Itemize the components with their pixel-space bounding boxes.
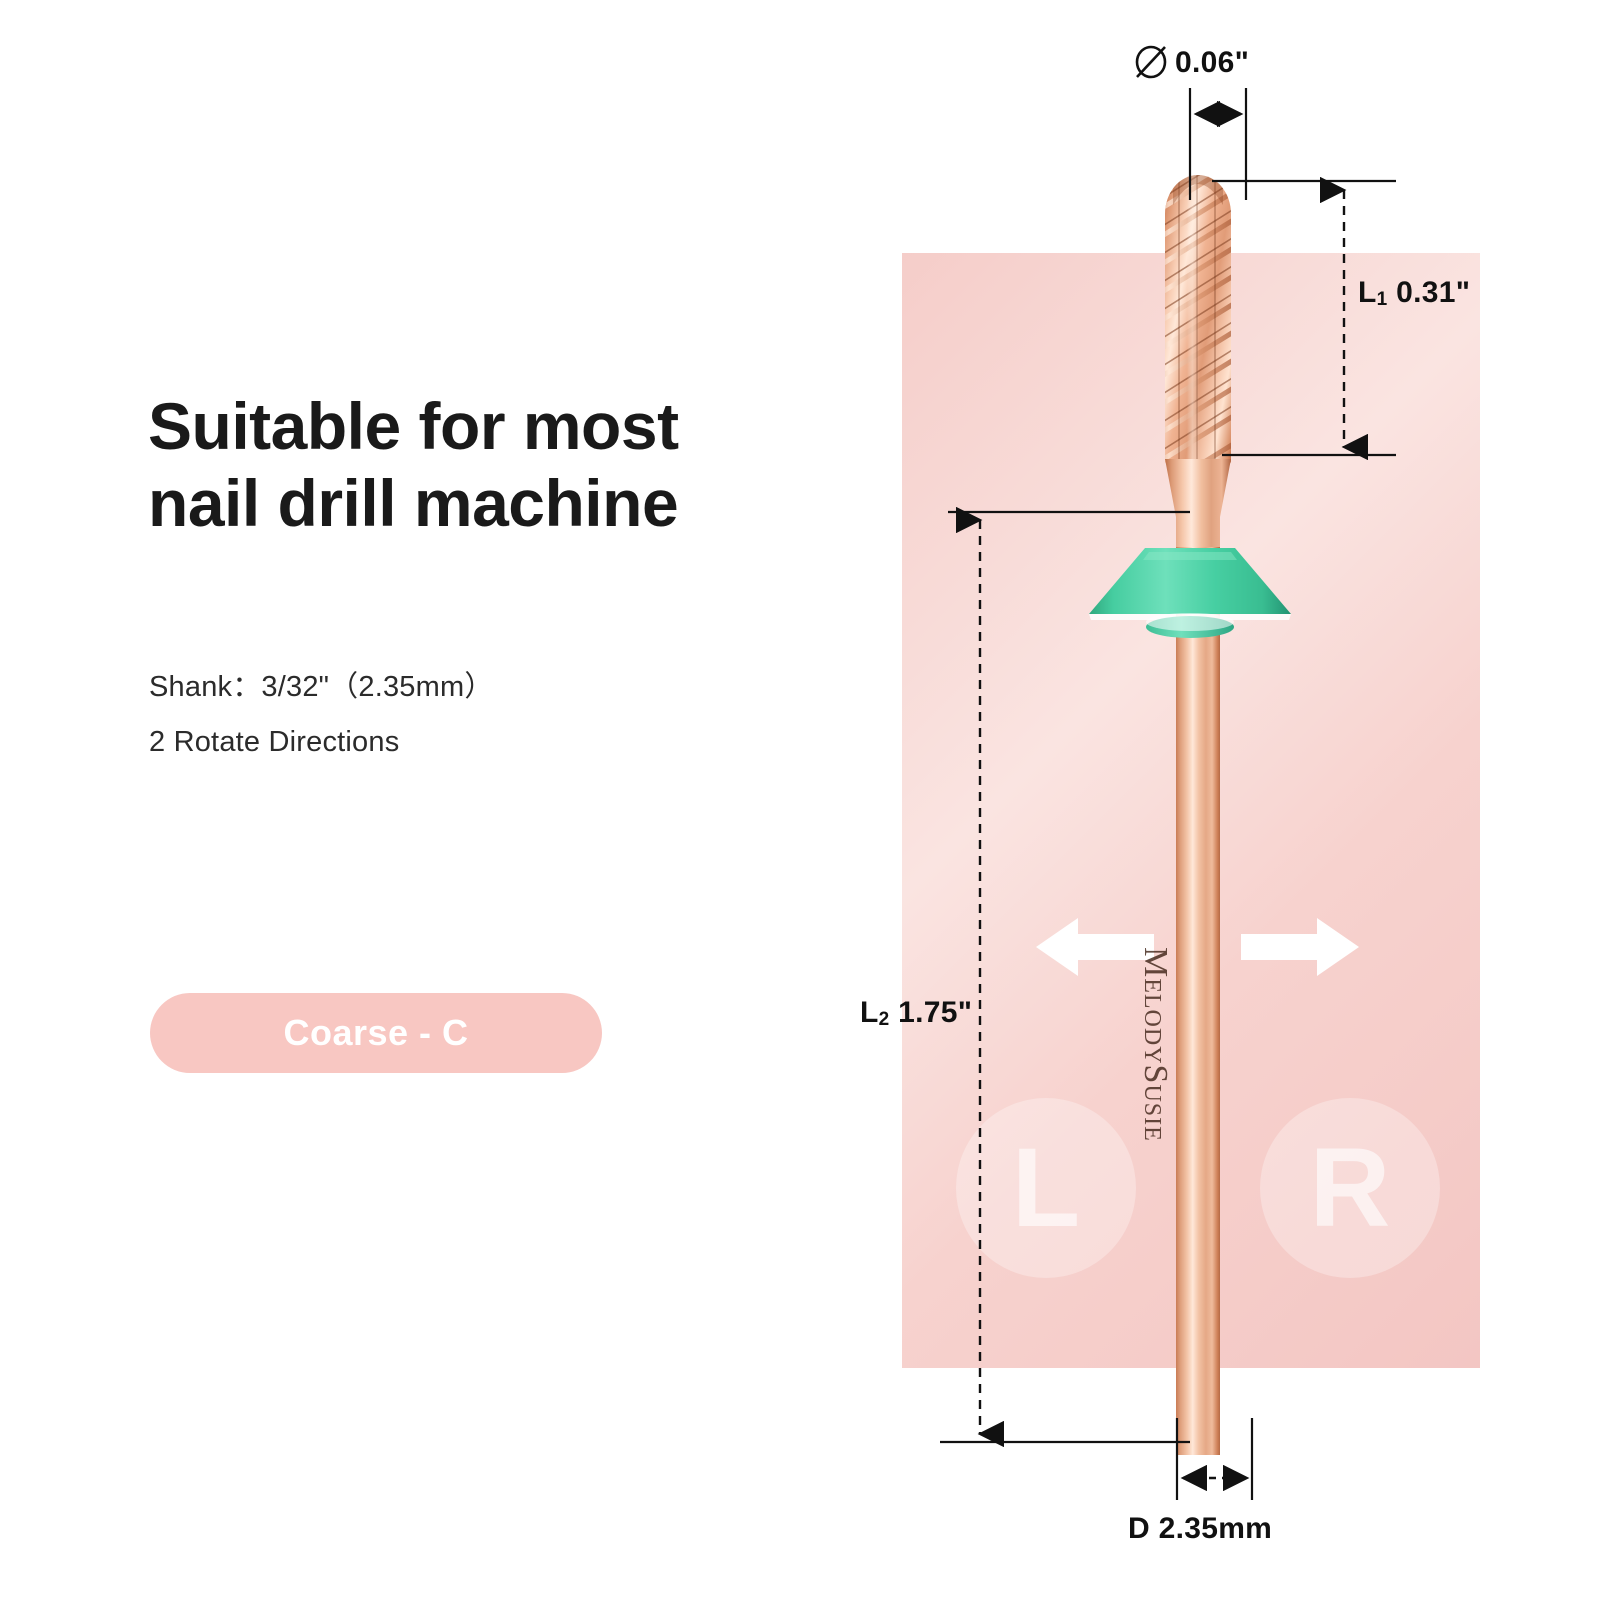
dimension-label-shank-diameter: D 2.35mm (1128, 1512, 1272, 1546)
arrow-left-icon (1036, 916, 1154, 978)
dimension-label-head-length: L1 0.31" (1358, 276, 1470, 310)
grit-badge[interactable]: Coarse - C (150, 993, 602, 1073)
rotation-marker-right: R (1260, 1098, 1440, 1278)
bit-shank-tip (1176, 1415, 1220, 1455)
spec-shank-size: Shank：3/32"（2.35mm） (149, 671, 494, 703)
head-length-symbol: L (1358, 276, 1377, 309)
carbide-cutting-head (1165, 175, 1231, 465)
green-rubber-collar (1087, 548, 1293, 640)
shank-diameter-symbol: D (1128, 1512, 1150, 1545)
total-length-symbol: L (860, 996, 879, 1029)
flute-pattern (1165, 175, 1231, 465)
rotation-marker-left-letter: L (1011, 1125, 1081, 1250)
head-length-subscript: 1 (1376, 289, 1388, 310)
dimension-label-head-diameter: 0.06" (1175, 46, 1250, 79)
dimension-label-total-length: L2 1.75" (860, 996, 972, 1030)
rotation-marker-left: L (956, 1098, 1136, 1278)
total-length-value: 1.75" (898, 996, 973, 1029)
nail-drill-bit (1140, 175, 1270, 1455)
arrow-right-icon (1241, 916, 1359, 978)
total-length-subscript: 2 (878, 1009, 890, 1030)
brand-engraving: MelodySusie (1137, 947, 1174, 1142)
bit-neck (1165, 459, 1231, 554)
page-title: Suitable for most nail drill machine (148, 389, 679, 541)
diameter-symbol-icon (1131, 42, 1171, 82)
spec-rotate-directions: 2 Rotate Directions (149, 726, 400, 758)
grit-badge-label: Coarse - C (283, 1012, 469, 1053)
rotation-marker-right-letter: R (1309, 1125, 1391, 1250)
shank-diameter-value: 2.35mm (1158, 1512, 1273, 1545)
head-length-value: 0.31" (1396, 276, 1471, 309)
bit-shank (1176, 547, 1220, 1455)
